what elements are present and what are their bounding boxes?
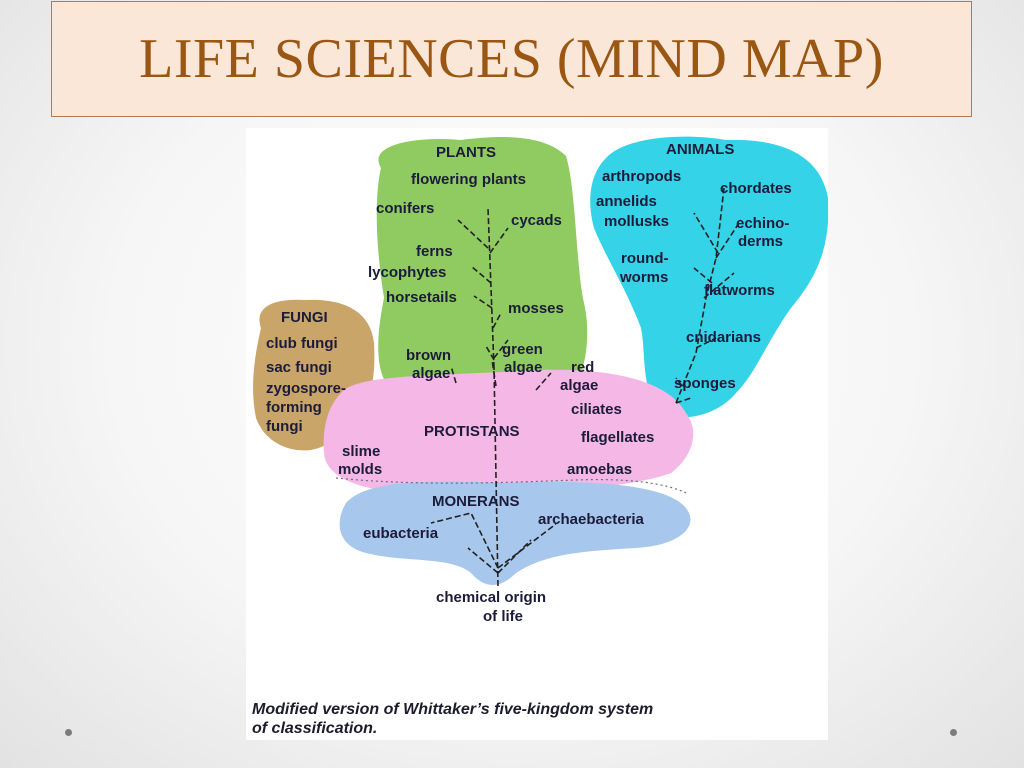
label-arthropods: arthropods [602,168,681,185]
plants-region [376,137,588,383]
label-club-fungi: club fungi [266,335,338,352]
label-lycophytes: lycophytes [368,264,446,281]
fungi-title: FUNGI [281,309,328,326]
label-cnidarians: cnidarians [686,329,761,346]
label-zygospore-2: forming [266,399,322,416]
label-echinoderms-2: derms [738,233,783,250]
label-flagellates: flagellates [581,429,654,446]
label-horsetails: horsetails [386,289,457,306]
monerans-title: MONERANS [432,493,520,510]
label-amoebas: amoebas [567,461,632,478]
animals-region [590,136,828,418]
plants-title: PLANTS [436,144,496,161]
label-slime-molds-2: molds [338,461,382,478]
label-echinoderms-1: echino- [736,215,789,232]
label-conifers: conifers [376,200,434,217]
figure-caption: Modified version of Whittaker’s five-kin… [252,701,654,737]
label-eubacteria: eubacteria [363,525,439,542]
label-zygospore-3: fungi [266,418,303,435]
label-red-algae-1: red [571,359,594,376]
label-sponges: sponges [674,375,736,392]
label-ferns: ferns [416,243,453,260]
label-roundworms-2: worms [619,269,668,286]
label-flowering-plants: flowering plants [411,171,526,188]
slide-dot-right [950,729,957,736]
label-ciliates: ciliates [571,401,622,418]
five-kingdom-diagram: PLANTS flowering plants conifers cycads … [253,136,828,625]
protistans-region [323,369,694,494]
label-archaebacteria: archaebacteria [538,511,645,528]
label-annelids: annelids [596,193,657,210]
classification-figure: PLANTS flowering plants conifers cycads … [246,128,828,740]
protistans-title: PROTISTANS [424,423,520,440]
label-brown-algae-1: brown [406,347,451,364]
label-of-life: of life [483,608,523,625]
label-brown-algae-2: algae [412,365,450,382]
label-green-algae-2: algae [504,359,542,376]
label-green-algae-1: green [502,341,543,358]
label-sac-fungi: sac fungi [266,359,332,376]
slide-dot-left [65,729,72,736]
label-cycads: cycads [511,212,562,229]
label-mollusks: mollusks [604,213,669,230]
label-roundworms-1: round- [621,250,668,267]
slide-title: LIFE SCIENCES (MIND MAP) [139,28,884,90]
label-slime-molds-1: slime [342,443,380,460]
label-chordates: chordates [720,180,792,197]
label-zygospore-1: zygospore- [266,380,346,397]
label-red-algae-2: algae [560,377,598,394]
label-mosses: mosses [508,300,564,317]
title-box: LIFE SCIENCES (MIND MAP) [51,1,972,117]
monerans-region [339,481,691,586]
branch-lines [430,187,742,587]
animals-title: ANIMALS [666,141,734,158]
label-flatworms: flatworms [704,282,775,299]
label-chemical-origin: chemical origin [436,589,546,606]
